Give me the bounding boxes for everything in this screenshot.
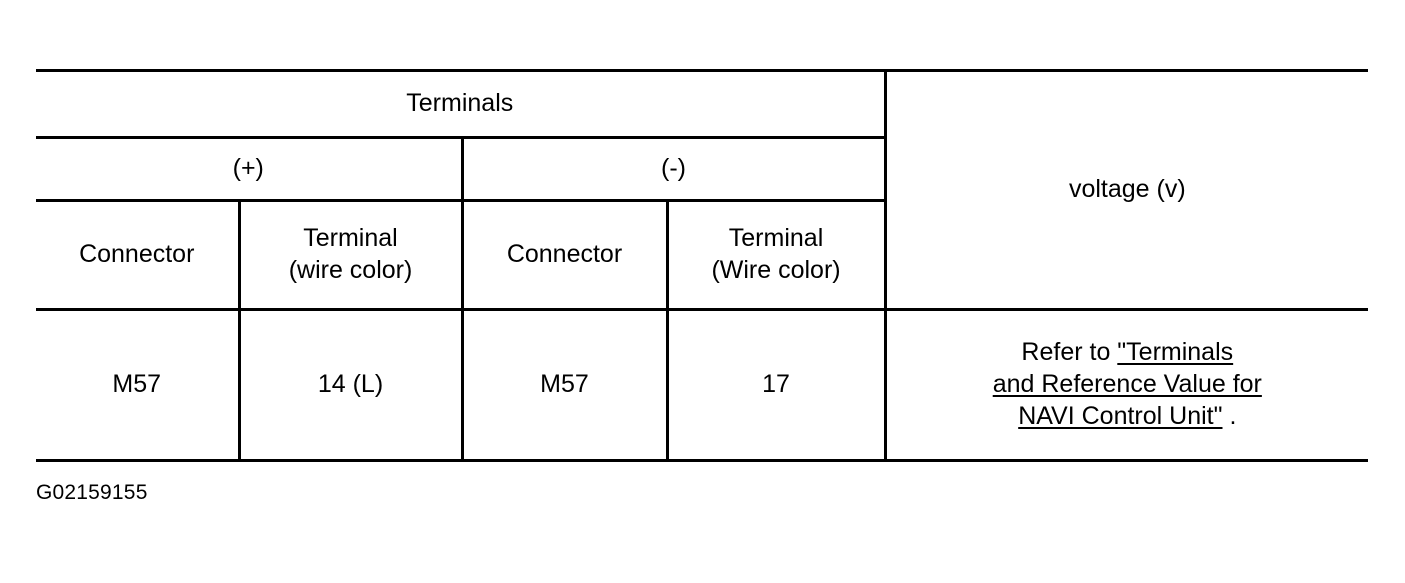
figure-caption: G02159155	[36, 481, 148, 504]
header-positive-terminal-line1: Terminal	[303, 224, 398, 253]
reference-prefix-text: Refer to	[1021, 338, 1118, 367]
reference-link-line2[interactable]: and Reference Value for	[992, 370, 1262, 399]
cell-negative-connector: M57	[460, 309, 667, 462]
header-positive-connector: Connector	[36, 200, 239, 311]
reference-link-line3[interactable]: NAVI Control Unit"	[1018, 401, 1223, 430]
header-positive-polarity: (+)	[36, 137, 462, 202]
header-negative-polarity: (-)	[460, 137, 886, 202]
terminals-reference-table: Terminals voltage (v) (+) (-) Connector …	[36, 69, 1369, 462]
cell-positive-terminal: 14 (L)	[237, 309, 462, 462]
reference-suffix-text: .	[1222, 401, 1237, 430]
table-row: M57 14 (L) M57 17 Refer to "Terminals an…	[36, 309, 1369, 462]
cell-positive-connector: M57	[36, 309, 239, 462]
header-terminals: Terminals	[36, 69, 886, 139]
reference-link-line1[interactable]: "Terminals	[1117, 338, 1234, 367]
table-header-row-subheaders: Connector Terminal (wire color) Connecto…	[36, 200, 1368, 311]
cell-negative-terminal: 17	[665, 309, 886, 462]
header-negative-connector: Connector	[460, 200, 667, 311]
header-negative-terminal-line1: Terminal	[728, 224, 824, 253]
header-voltage: voltage (v)	[883, 69, 1369, 311]
header-negative-terminal-line2: (Wire color)	[711, 256, 841, 284]
header-positive-terminal-line2: (wire color)	[288, 256, 413, 284]
header-negative-terminal: Terminal (Wire color)	[665, 200, 886, 311]
header-positive-terminal: Terminal (wire color)	[237, 200, 462, 311]
cell-voltage-reference: Refer to "Terminals and Reference Value …	[883, 309, 1369, 462]
table-header-row-polarity: (+) (-)	[36, 137, 1368, 202]
table-header-row-group: Terminals voltage (v)	[36, 69, 1369, 311]
